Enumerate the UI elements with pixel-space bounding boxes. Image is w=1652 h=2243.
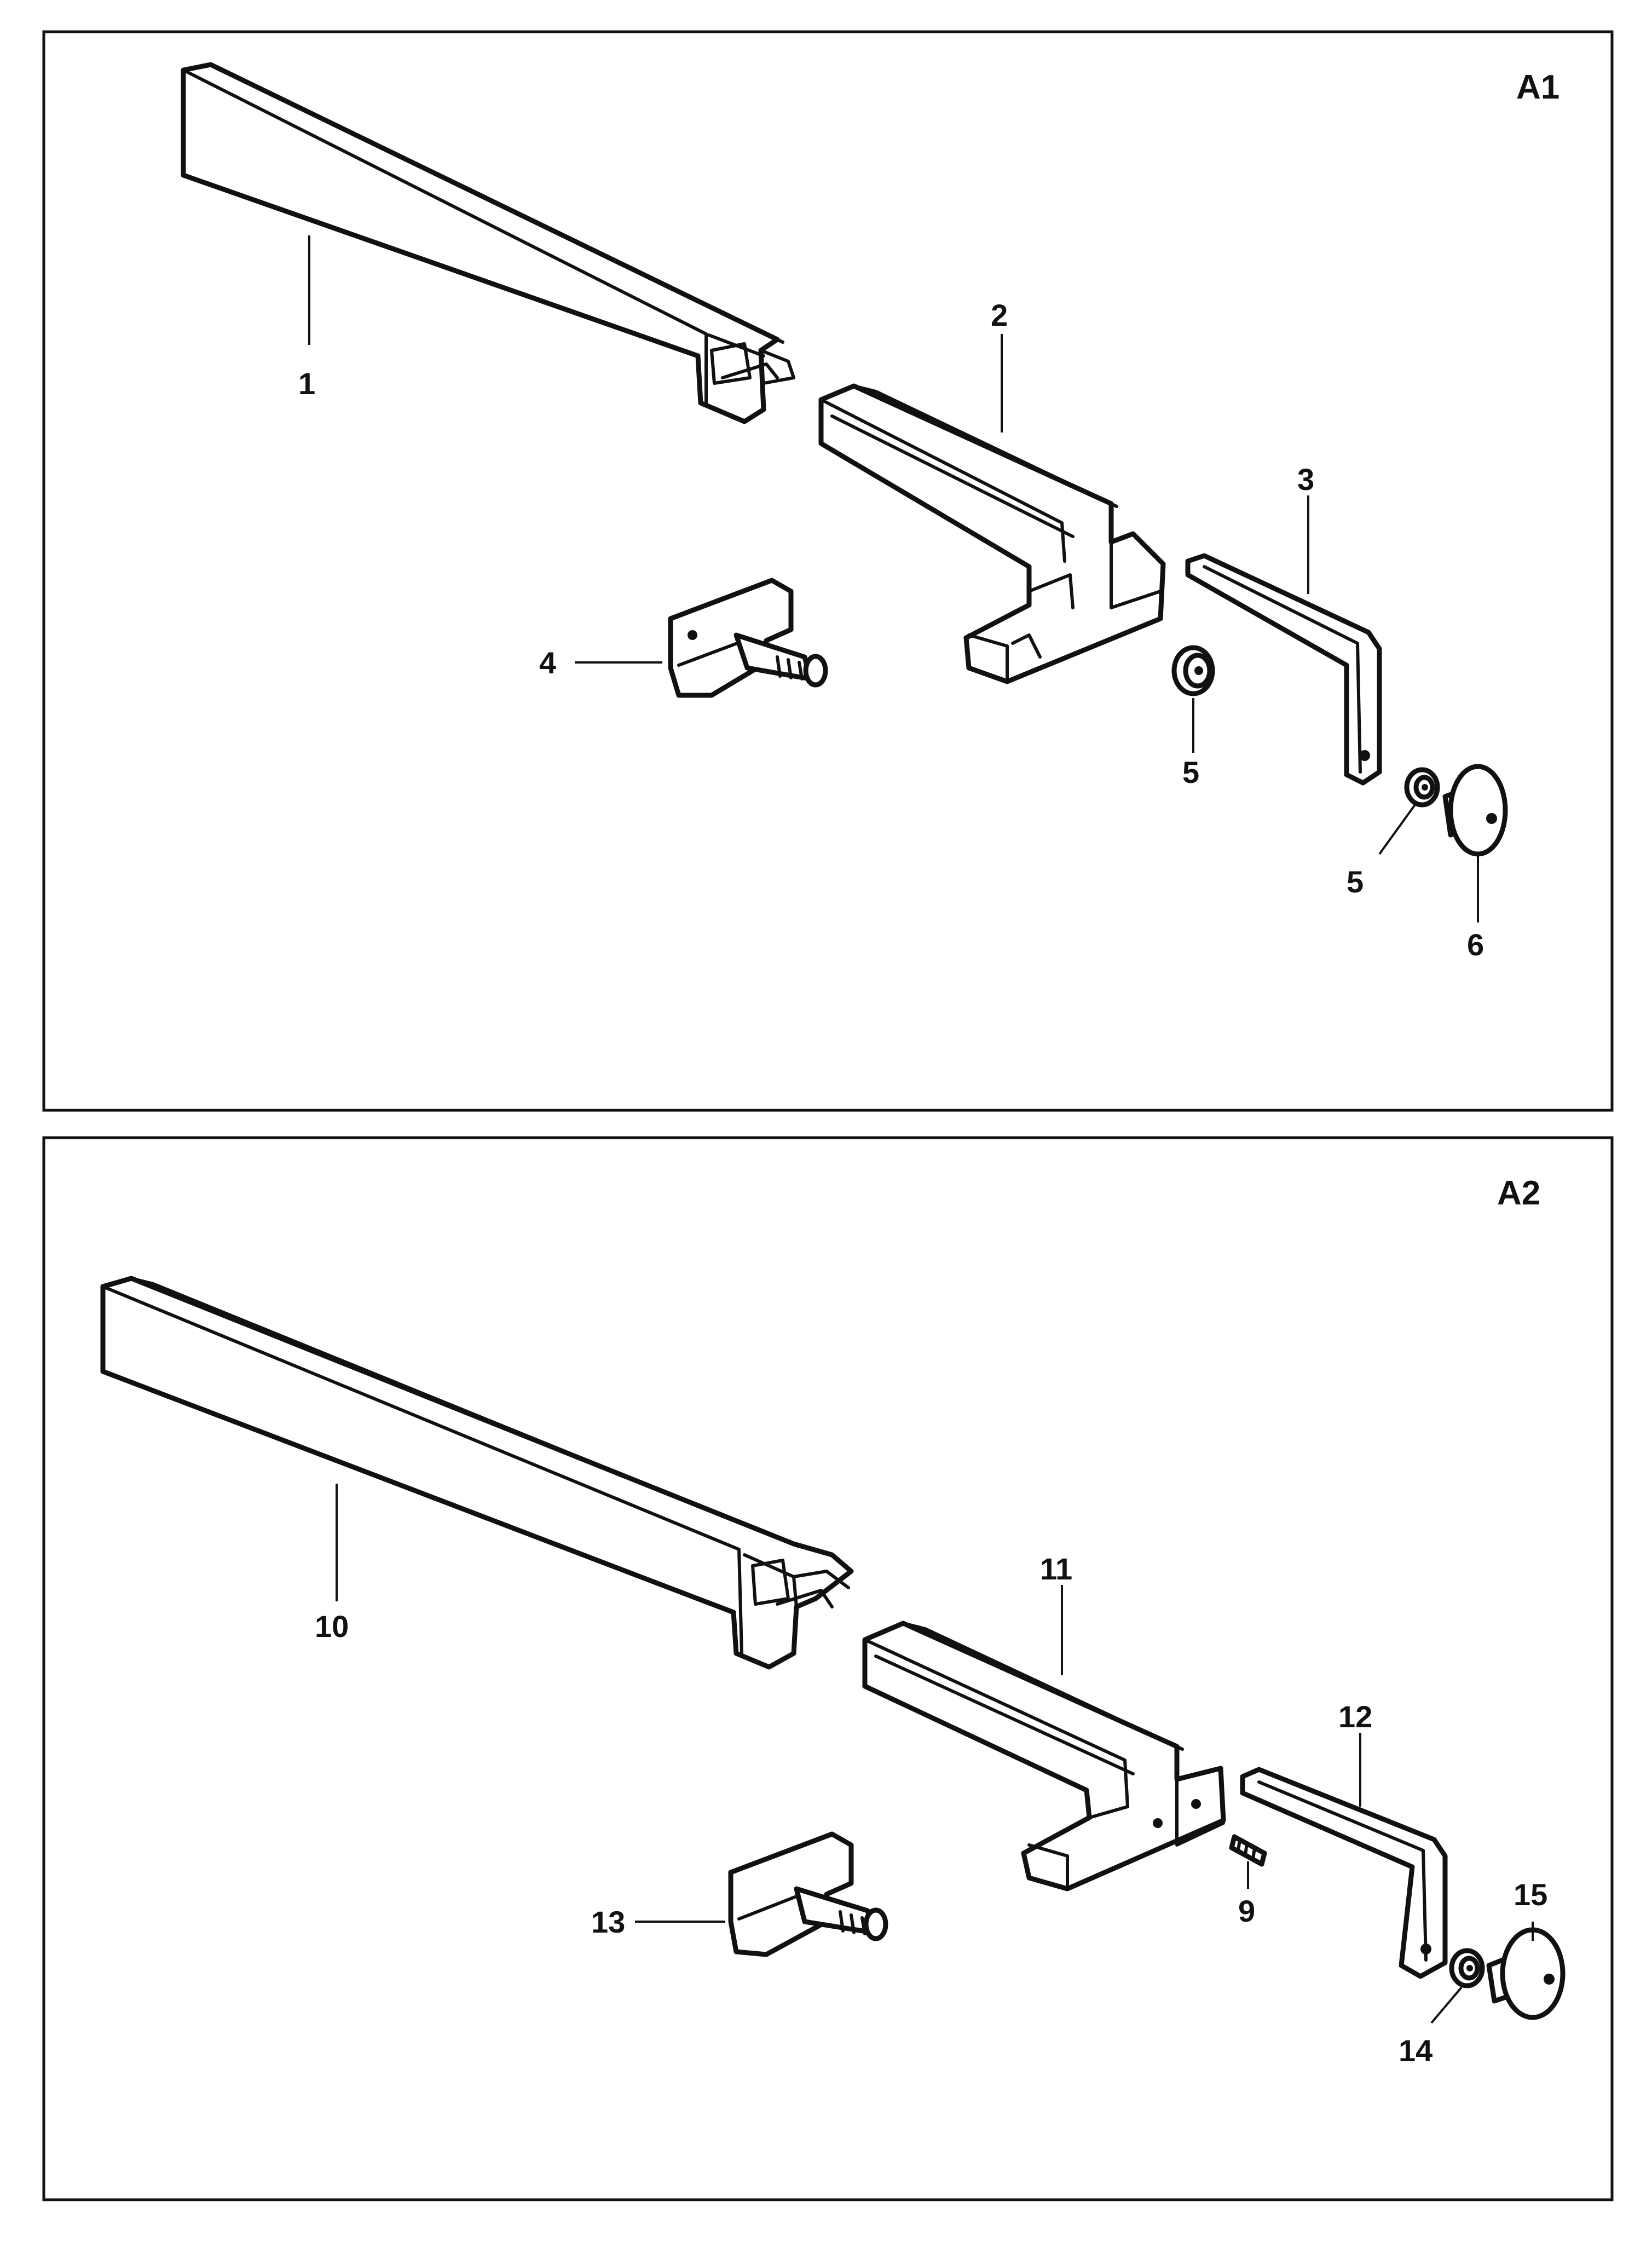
panel-a1-frame bbox=[42, 30, 1614, 1112]
callout-11: 11 bbox=[1040, 1552, 1072, 1586]
callout-15: 15 bbox=[1514, 1877, 1547, 1912]
callout-14: 14 bbox=[1399, 2033, 1432, 2068]
callout-10: 10 bbox=[315, 1609, 349, 1644]
callout-2: 2 bbox=[991, 298, 1008, 332]
callout-5a: 5 bbox=[1182, 755, 1199, 789]
leader-14 bbox=[1430, 1986, 1463, 2024]
callout-9: 9 bbox=[1238, 1894, 1255, 1928]
panel-a2-label: A2 bbox=[1497, 1174, 1540, 1212]
callout-5b: 5 bbox=[1347, 864, 1364, 899]
part-9-set-screw bbox=[1229, 1834, 1267, 1867]
part-4-clamp-bolt bbox=[668, 578, 828, 698]
callout-12: 12 bbox=[1338, 1699, 1372, 1734]
panel-a1-label: A1 bbox=[1516, 68, 1559, 106]
callout-6: 6 bbox=[1467, 927, 1484, 962]
part-13-clamp-bolt bbox=[728, 1831, 888, 1957]
part-6-knob bbox=[1442, 764, 1508, 857]
part-11-fence-carrier bbox=[862, 1621, 1226, 1892]
panel-a1: A1 1 2 bbox=[42, 30, 1614, 1112]
part-1-fence-rail bbox=[181, 62, 795, 424]
callout-4: 4 bbox=[539, 645, 556, 680]
part-10-fence-rail bbox=[100, 1276, 854, 1670]
panel-a2: A2 10 11 bbox=[42, 1136, 1614, 2201]
callout-13: 13 bbox=[591, 1905, 625, 1939]
part-15-knob bbox=[1486, 1927, 1566, 2020]
part-14-washer bbox=[1449, 1948, 1485, 1988]
callout-1: 1 bbox=[298, 366, 315, 401]
leader-5b bbox=[1378, 804, 1416, 855]
part-3-clamp-lever bbox=[1185, 553, 1382, 786]
part-12-clamp-lever bbox=[1240, 1767, 1448, 1979]
part-2-fence-carrier bbox=[818, 383, 1166, 684]
part-5-washer-a bbox=[1171, 645, 1215, 696]
part-5-washer-b bbox=[1404, 767, 1440, 808]
callout-3: 3 bbox=[1297, 462, 1314, 497]
panel-a2-frame bbox=[42, 1136, 1614, 2201]
